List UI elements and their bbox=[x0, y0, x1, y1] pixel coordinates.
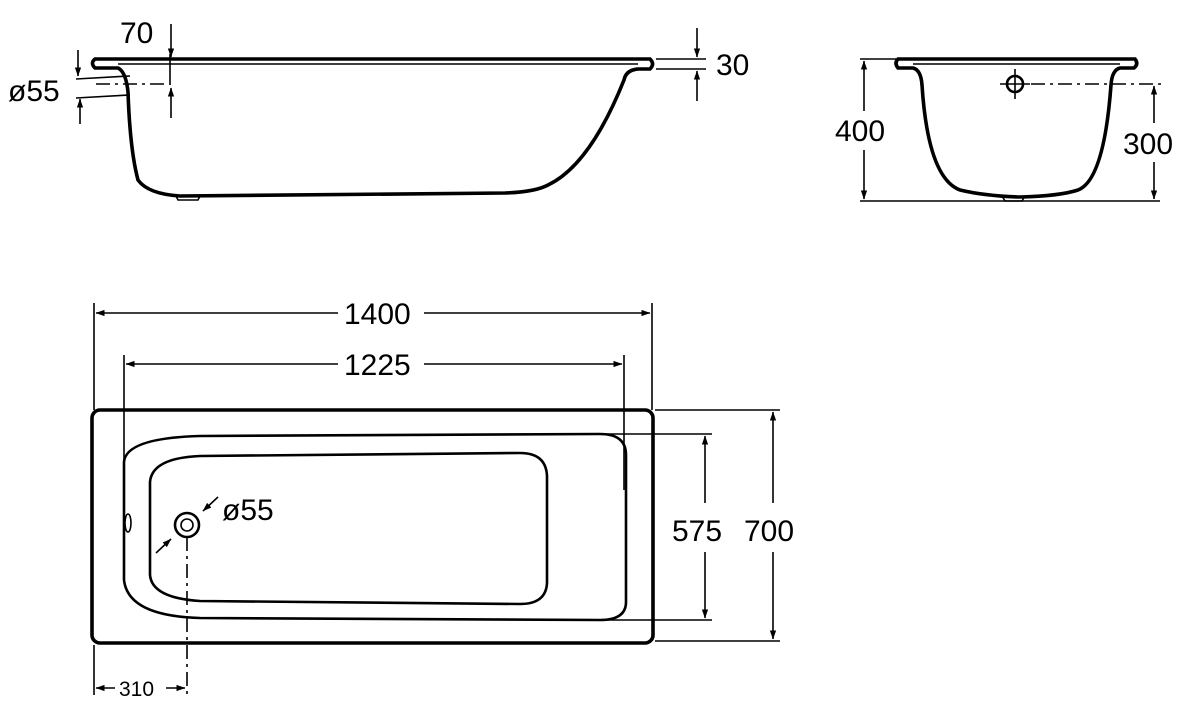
top-view-inner-edge bbox=[122, 432, 628, 622]
side-view-foot bbox=[175, 195, 201, 201]
overall-height-label: 400 bbox=[835, 115, 885, 148]
drain-diameter-label: ø55 bbox=[222, 494, 274, 527]
inner-length-label: 1225 bbox=[344, 349, 411, 382]
rim-width-label: 70 bbox=[120, 17, 153, 50]
end-view: 400 300 bbox=[835, 57, 1173, 202]
top-view-outer-rim bbox=[90, 408, 655, 645]
top-view: ø55 1400 1225 575 700 310 bbox=[90, 298, 794, 701]
side-view-tub-outline bbox=[90, 57, 655, 198]
end-view-tub-outline bbox=[894, 57, 1139, 199]
side-view: 70 ø55 30 bbox=[8, 17, 749, 201]
overflow-height-label: 300 bbox=[1123, 128, 1173, 161]
inner-width-label: 575 bbox=[672, 515, 722, 548]
top-view-overflow-outline bbox=[124, 513, 132, 533]
top-view-tub-floor bbox=[148, 451, 549, 606]
overall-length-label: 1400 bbox=[344, 298, 411, 331]
rim-thickness-label: 30 bbox=[716, 49, 749, 82]
drain-icon bbox=[173, 511, 201, 539]
side-overflow-diameter-label: ø55 bbox=[8, 75, 60, 108]
overall-width-label: 700 bbox=[744, 515, 794, 548]
drain-offset-label: 310 bbox=[119, 678, 154, 701]
